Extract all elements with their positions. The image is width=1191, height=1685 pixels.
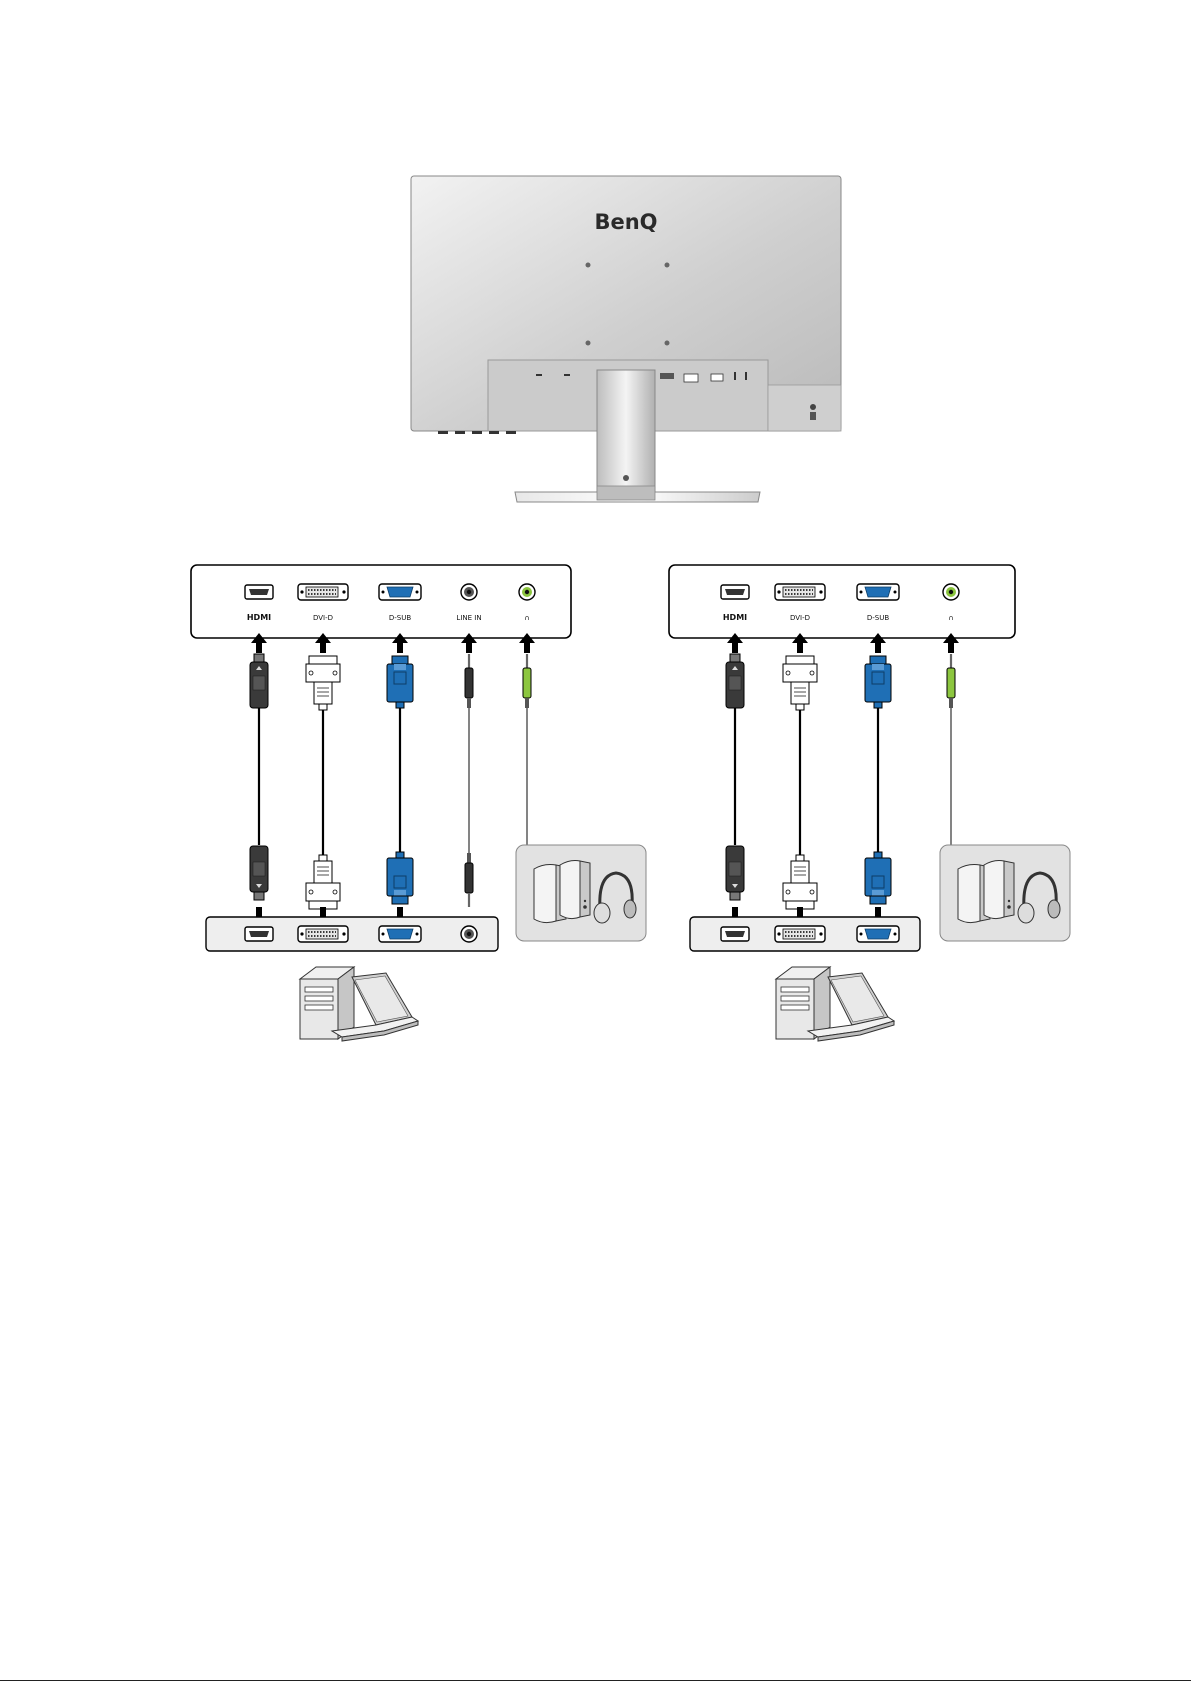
pc-dvi-port: [298, 926, 348, 942]
audio-cable-plug: [465, 654, 473, 708]
port-label-dvi-d: DVI-D: [790, 614, 810, 622]
dvi-cable-connector: [306, 855, 340, 909]
port-label-hdmi: HDMI: [247, 613, 271, 622]
port-label-hdmi: HDMI: [723, 613, 747, 622]
vga-cable-connector: [387, 656, 413, 708]
monitor-port-panel-left: [191, 565, 571, 638]
dvi-cable-connector: [783, 855, 817, 909]
hdmi-cable-connector: [726, 654, 744, 708]
monitor-back-illustration: BenQ: [411, 176, 841, 502]
line-in-port: [461, 584, 477, 600]
pc-vga-port: [379, 926, 421, 942]
vga-cable-connector: [865, 656, 891, 708]
headphone-cable-plug: [947, 654, 955, 708]
hdmi-cable-connector: [726, 846, 744, 900]
port-label-d-sub: D-SUB: [867, 614, 889, 622]
dvi-d-port: [775, 584, 825, 600]
hdmi-cable-connector: [250, 654, 268, 708]
dvi-cable-connector: [783, 656, 817, 710]
port-label-headphone: ∩: [524, 614, 529, 622]
speakers-headphones-icon: [940, 845, 1070, 941]
port-label-line-in: LINE IN: [456, 614, 481, 622]
port-label-headphone: ∩: [948, 614, 953, 622]
connection-diagram-left: HDMI DVI-D D-SUB LINE IN ∩: [191, 565, 646, 1041]
hdmi-port: [721, 585, 749, 599]
hdmi-port: [245, 585, 273, 599]
d-sub-port: [857, 584, 899, 600]
headphone-cable-plug: [523, 654, 531, 708]
speakers-headphones-icon: [516, 845, 646, 941]
pc-hdmi-port: [245, 927, 273, 941]
dvi-cable-connector: [306, 656, 340, 710]
monitor-brand-logo: BenQ: [594, 210, 657, 234]
pc-dvi-port: [775, 926, 825, 942]
pc-vga-port: [857, 926, 899, 942]
monitor-port-panel-right: [669, 565, 1015, 638]
desktop-laptop-icon: [776, 967, 894, 1041]
vga-cable-connector: [865, 852, 891, 904]
port-label-d-sub: D-SUB: [389, 614, 411, 622]
pc-hdmi-port: [721, 927, 749, 941]
dvi-d-port: [298, 584, 348, 600]
headphone-port: [943, 584, 959, 600]
page-footer-rule: [0, 1680, 1191, 1681]
connection-diagram-right: HDMI DVI-D D-SUB ∩: [669, 565, 1070, 1041]
hdmi-cable-connector: [250, 846, 268, 900]
d-sub-port: [379, 584, 421, 600]
desktop-laptop-icon: [300, 967, 418, 1041]
vga-cable-connector: [387, 852, 413, 904]
headphone-port: [519, 584, 535, 600]
audio-cable-plug: [465, 853, 473, 907]
port-label-dvi-d: DVI-D: [313, 614, 333, 622]
pc-audio-port: [461, 926, 477, 942]
